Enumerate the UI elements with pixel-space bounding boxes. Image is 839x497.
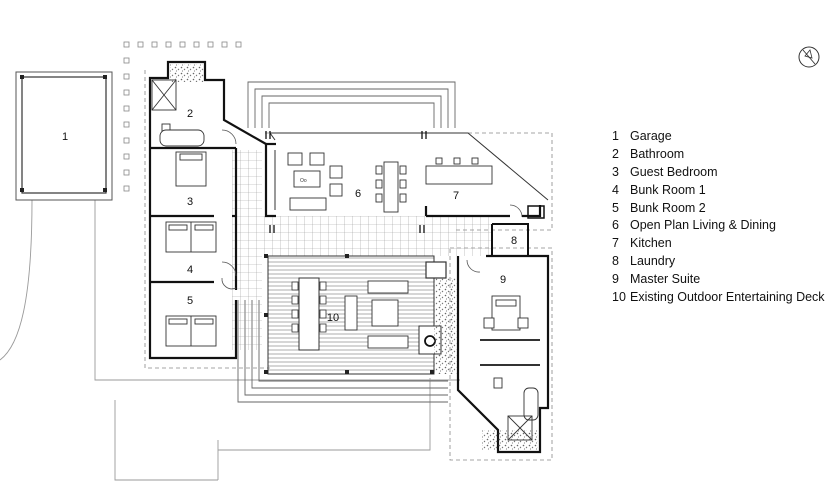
room-number-9: 9 bbox=[500, 274, 506, 286]
legend-label: Bathroom bbox=[630, 146, 685, 161]
window-markers bbox=[265, 131, 427, 233]
tv-label: Oo bbox=[300, 178, 307, 184]
legend-number: 8 bbox=[612, 254, 619, 269]
legend-item: 4 Bunk Room 1 bbox=[612, 182, 825, 200]
room-number-6: 6 bbox=[355, 188, 361, 200]
room-number-2: 2 bbox=[187, 108, 193, 120]
planter-box bbox=[425, 261, 447, 279]
legend-number: 4 bbox=[612, 182, 619, 197]
master-garden bbox=[482, 430, 538, 450]
legend-item: 9 Master Suite bbox=[612, 271, 825, 289]
master-suite-fixtures bbox=[480, 295, 540, 441]
legend-item: 5 Bunk Room 2 bbox=[612, 200, 825, 218]
legend-label: Existing Outdoor Entertaining Deck bbox=[630, 290, 825, 305]
room-number-3: 3 bbox=[187, 196, 193, 208]
legend-item: 1 Garage bbox=[612, 128, 825, 146]
legend-number: 3 bbox=[612, 164, 619, 179]
living-pavilion-walls bbox=[264, 142, 542, 218]
legend-number: 10 bbox=[612, 290, 626, 305]
legend-item: 3 Guest Bedroom bbox=[612, 164, 825, 182]
room-number-1: 1 bbox=[62, 131, 68, 143]
outline-lines-north bbox=[247, 81, 456, 128]
legend-number: 1 bbox=[612, 129, 619, 143]
legend-label: Bunk Room 1 bbox=[630, 182, 706, 197]
legend-item: 7 Kitchen bbox=[612, 235, 825, 253]
legend-number: 5 bbox=[612, 200, 619, 215]
outdoor-deck bbox=[264, 254, 442, 375]
legend-label: Guest Bedroom bbox=[630, 164, 718, 179]
legend-number: 7 bbox=[612, 236, 619, 251]
master-suite-walls bbox=[456, 254, 550, 454]
room-number-5: 5 bbox=[187, 295, 193, 307]
legend-label: Laundry bbox=[630, 254, 676, 269]
room-number-4: 4 bbox=[187, 264, 193, 276]
legend-number: 2 bbox=[612, 146, 619, 161]
legend-number: 9 bbox=[612, 272, 619, 287]
gravel-garden bbox=[434, 278, 458, 374]
living-furniture bbox=[287, 152, 493, 213]
room-number-8: 8 bbox=[511, 235, 517, 247]
living-pavilion-outline bbox=[269, 132, 549, 210]
west-wing-walls bbox=[148, 60, 267, 360]
legend-item: 2 Bathroom bbox=[612, 146, 825, 164]
legend-label: Garage bbox=[630, 129, 672, 143]
bathroom-fixtures bbox=[151, 79, 205, 147]
legend-label: Open Plan Living & Dining bbox=[630, 218, 776, 233]
garage bbox=[15, 71, 113, 201]
existing-footprint-markers bbox=[123, 41, 242, 192]
legend-item: 10 Existing Outdoor Entertaining Deck bbox=[612, 289, 825, 307]
legend-label: Kitchen bbox=[630, 236, 672, 251]
west-wing-beds bbox=[165, 151, 217, 347]
room-number-7: 7 bbox=[453, 190, 459, 202]
room-numbers: 1 2 3 4 5 6 7 8 9 10 bbox=[62, 108, 517, 324]
room-number-10: 10 bbox=[327, 312, 339, 324]
legend-item: 6 Open Plan Living & Dining bbox=[612, 217, 825, 235]
legend-item: 8 Laundry bbox=[612, 253, 825, 271]
north-arrow-icon: N bbox=[798, 46, 820, 68]
legend-number: 6 bbox=[612, 218, 619, 233]
kitchen-planter bbox=[527, 205, 545, 219]
door-swings bbox=[221, 129, 523, 290]
legend-label: Bunk Room 2 bbox=[630, 200, 706, 215]
bathroom-garden bbox=[170, 64, 204, 82]
tiled-courtyard bbox=[232, 150, 492, 350]
legend-label: Master Suite bbox=[630, 272, 701, 287]
